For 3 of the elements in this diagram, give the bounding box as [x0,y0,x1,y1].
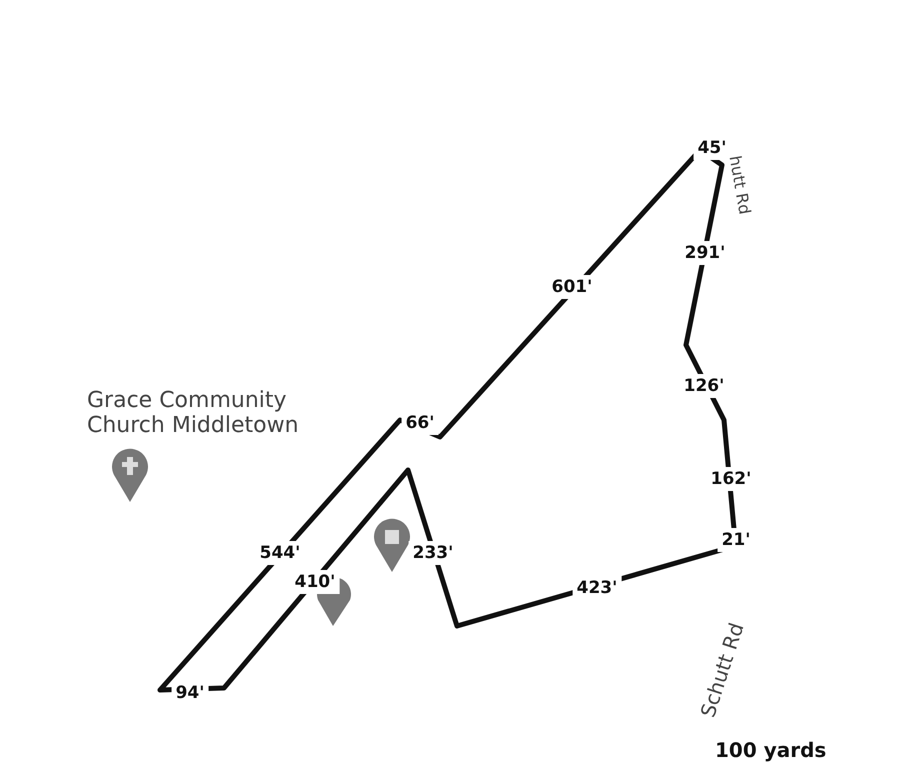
scale-label: 100 yards [715,738,826,762]
place-label: Grace Community Church Middletown [87,388,300,438]
street-name: Schutt Rd [696,620,748,720]
